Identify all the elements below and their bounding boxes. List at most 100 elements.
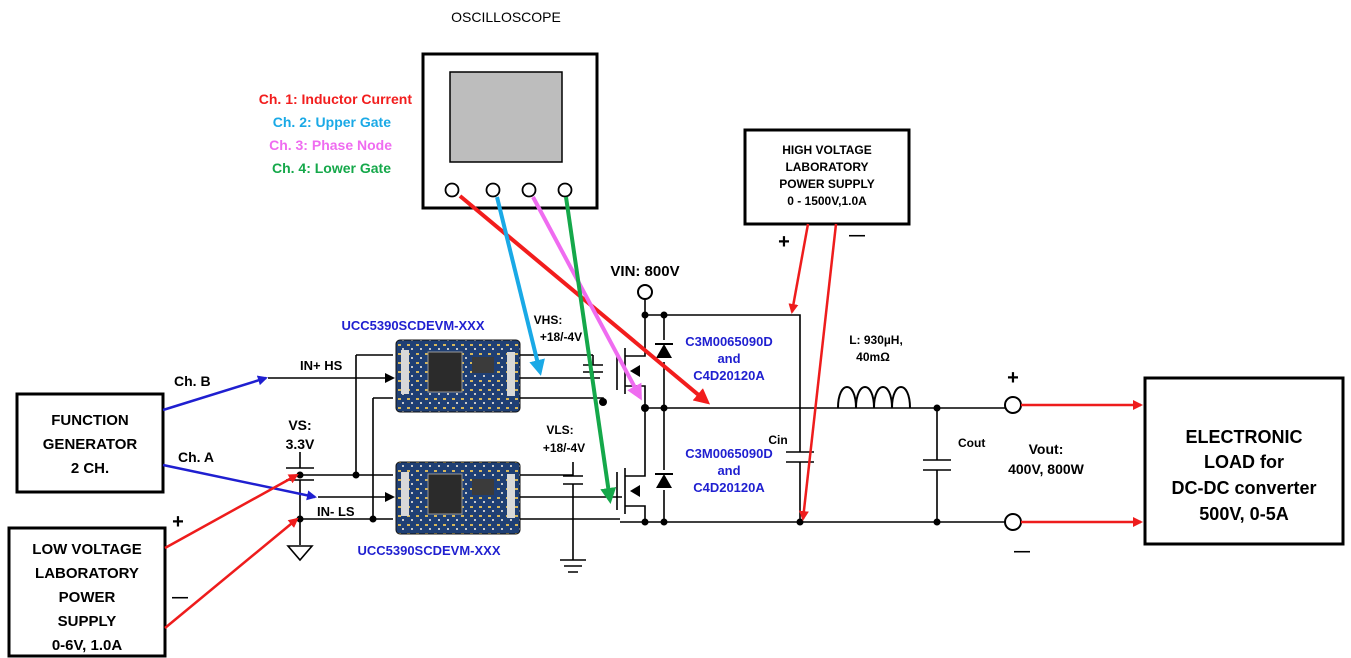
upper-switch-part: C3M0065090D — [685, 334, 772, 349]
electronic-load: ELECTRONIC LOAD for DC-DC converter 500V… — [1143, 376, 1345, 546]
lv-supply-box — [7, 526, 167, 658]
probe-port-ch1[interactable] — [444, 182, 460, 198]
hv-supply-box — [743, 128, 911, 226]
electronic-load-box — [1143, 376, 1345, 546]
vout-plus-sign: + — [1007, 367, 1019, 389]
vls-name: VLS: — [546, 423, 573, 437]
evm-bottom-label: UCC5390SCDEVM-XXX — [357, 543, 500, 558]
lower-switch-and: and — [717, 463, 740, 478]
evm-bottom-chip — [427, 473, 463, 515]
electronic-load-line-1: ELECTRONIC — [1186, 427, 1303, 447]
ch2-probe-arrow — [495, 196, 545, 376]
inductor-esr: 40mΩ — [856, 350, 890, 364]
low-voltage-supply: LOW VOLTAGE LABORATORY POWER SUPPLY 0-6V… — [7, 511, 188, 658]
vin-label: VIN: 800V — [610, 263, 679, 280]
driver-input-wiring — [268, 354, 395, 523]
oscilloscope-screen — [449, 71, 563, 163]
vhs-value: +18/-4V — [540, 330, 582, 344]
lv-plus-arrow — [164, 473, 299, 550]
electronic-load-line-3: DC-DC converter — [1171, 478, 1316, 498]
evm-top-chip-small — [472, 357, 494, 373]
channel-1-label: Ch. 1: Inductor Current — [259, 91, 413, 107]
vout-plus-terminal[interactable] — [1004, 396, 1022, 414]
dc-top-rail — [645, 314, 801, 452]
electronic-load-line-4: 500V, 0-5A — [1199, 504, 1288, 524]
lv-minus-arrow — [164, 517, 299, 629]
upper-mosfet-arrow — [630, 365, 640, 377]
probe-port-ch2[interactable] — [485, 182, 501, 198]
vhs-cap — [583, 355, 603, 378]
lower-switch-part: C3M0065090D — [685, 446, 772, 461]
ch4-probe-arrow — [564, 196, 617, 504]
evm-bottom-header-left — [401, 472, 409, 516]
vs-cap-symbol — [286, 452, 314, 545]
vs-capacitor — [286, 452, 314, 562]
lower-diode-icon — [656, 474, 672, 488]
channel-3-label: Ch. 3: Phase Node — [269, 137, 392, 153]
vls-value: +18/-4V — [543, 441, 585, 455]
vout-name: Vout: — [1029, 441, 1064, 457]
driver-output-wiring — [520, 354, 622, 573]
cin-label: Cin — [768, 433, 787, 447]
vin-terminal[interactable] — [637, 284, 653, 300]
inductor-value: L: 930µH, — [849, 333, 903, 347]
ground-junction — [369, 515, 377, 523]
hv-minus-sign: — — [849, 227, 865, 244]
lv-plus-sign: + — [172, 511, 184, 533]
electronic-load-line-2: LOAD for — [1204, 452, 1284, 472]
channel-b-label: Ch. B — [174, 373, 211, 389]
hv-minus-arrow — [798, 223, 838, 521]
channel-a-label: Ch. A — [178, 449, 214, 465]
evm-board-top — [395, 339, 521, 413]
probe-port-ch4[interactable] — [557, 182, 573, 198]
function-generator-box — [15, 392, 165, 494]
high-voltage-supply: HIGH VOLTAGE LABORATORY POWER SUPPLY 0 -… — [743, 128, 911, 253]
vls-cap — [563, 462, 583, 560]
lower-mosfet-icon — [616, 408, 646, 522]
in-ls-label: IN- LS — [317, 504, 355, 519]
hv-supply-line-4: 0 - 1500V,1.0A — [787, 194, 867, 208]
lv-minus-sign: — — [172, 589, 188, 606]
vs-name: VS: — [288, 417, 311, 433]
lv-supply-line-4: SUPPLY — [58, 613, 117, 630]
function-generator-line-2: GENERATOR — [43, 436, 138, 453]
function-generator: FUNCTION GENERATOR 2 CH. Ch. B Ch. A — [15, 373, 214, 494]
lower-ground-icon — [560, 559, 586, 573]
evm-board-bottom — [395, 461, 521, 535]
ground-bus-wire — [300, 397, 393, 520]
function-generator-line-1: FUNCTION — [51, 412, 129, 429]
evm-bottom-header-right — [507, 474, 515, 518]
hv-supply-line-2: LABORATORY — [785, 160, 868, 174]
ch3-probe-arrow — [531, 196, 642, 401]
probe-arrows — [458, 194, 711, 504]
vs-bus-wire — [300, 354, 393, 476]
vs-cap-bottom-dot — [296, 515, 304, 523]
function-generator-line-3: 2 CH. — [71, 460, 109, 477]
channel-2-label: Ch. 2: Upper Gate — [273, 114, 391, 130]
channel-4-label: Ch. 4: Lower Gate — [272, 160, 391, 176]
ch-a-arrow — [162, 463, 317, 501]
cout-capacitor-icon — [923, 408, 951, 522]
vs-value: 3.3V — [286, 436, 315, 452]
inductor-icon — [837, 386, 911, 409]
hv-plus-sign: + — [778, 231, 790, 253]
lower-mosfet-arrow — [630, 485, 640, 497]
vhs-name: VHS: — [534, 313, 563, 327]
lv-supply-line-3: POWER — [59, 589, 116, 606]
evm-top-header-right — [507, 352, 515, 396]
channel-legend: Ch. 1: Inductor Current Ch. 2: Upper Gat… — [259, 91, 413, 176]
probe-port-ch3[interactable] — [521, 182, 537, 198]
power-stage — [616, 284, 1022, 531]
vout-minus-terminal[interactable] — [1004, 513, 1022, 531]
evm-top-header-left — [401, 350, 409, 394]
red-power-arrows — [164, 223, 1143, 629]
vs-ground-icon — [286, 545, 314, 562]
upper-switch-diode: C4D20120A — [693, 368, 765, 383]
bottom-junction-1 — [641, 518, 649, 526]
hv-supply-line-1: HIGH VOLTAGE — [782, 143, 872, 157]
evm-top-chip — [427, 351, 463, 393]
in-hs-label: IN+ HS — [300, 358, 343, 373]
ch1-probe-arrow — [458, 194, 711, 405]
lv-supply-line-5: 0-6V, 1.0A — [52, 637, 122, 654]
vs-cap-top-dot — [296, 471, 304, 479]
